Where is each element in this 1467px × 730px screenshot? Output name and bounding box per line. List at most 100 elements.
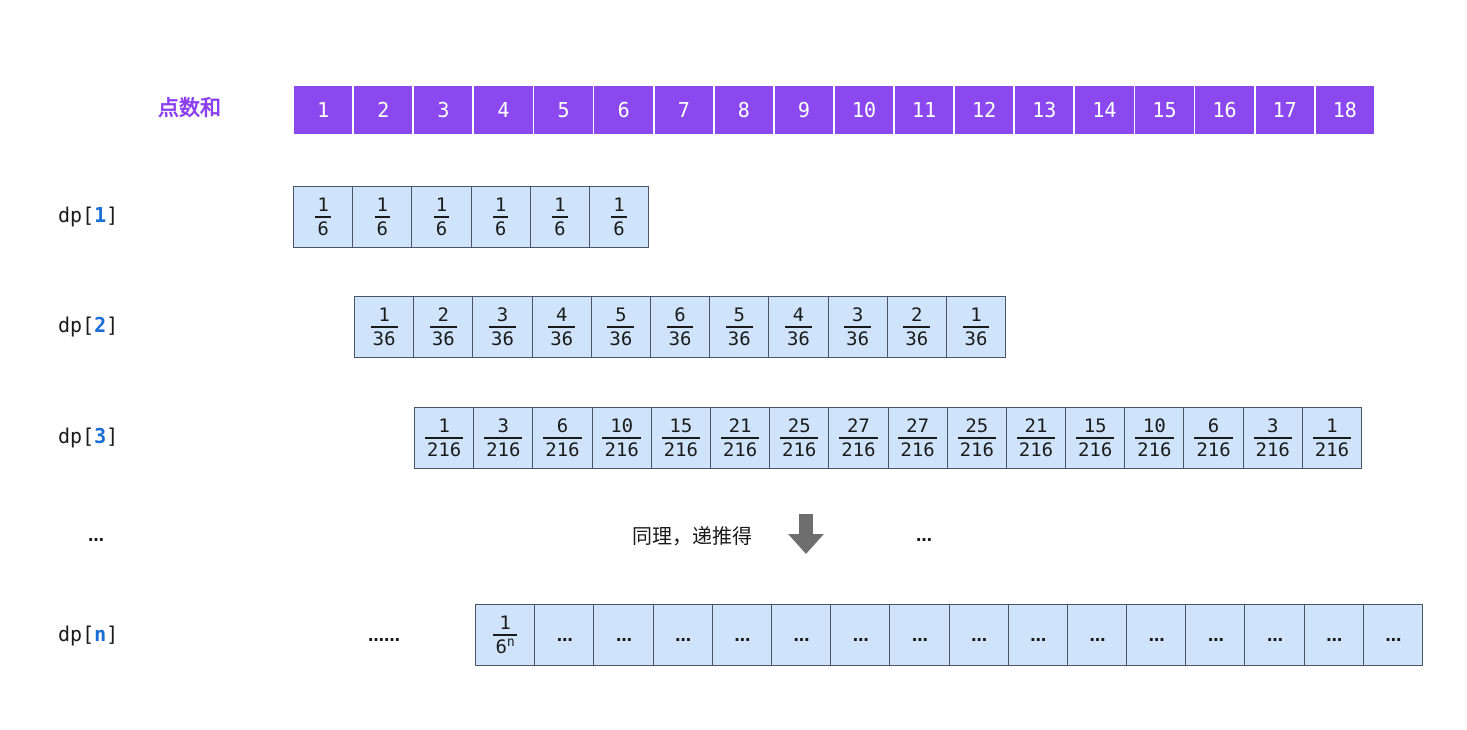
row-index: 3 [94,424,107,448]
cell-ellipsis: … [556,625,573,645]
denominator: 36 [370,326,398,350]
sum-cell: 4 [474,86,533,134]
numerator: 3 [496,304,509,326]
denominator: 216 [484,437,523,461]
numerator: 1 [499,612,511,634]
row-index: n [94,622,107,646]
ellipsis-cell: … [1067,605,1128,665]
numerator: 1 [494,194,507,216]
denominator: 216 [780,437,819,461]
recurrence-annotation: 同理，递推得 [632,524,752,548]
left-ellipsis: … [88,526,104,545]
denominator: 36 [784,326,812,350]
cell-ellipsis: … [1148,625,1165,645]
denominator: 216 [720,437,760,461]
sum-cell: 1 [294,86,353,134]
ellipsis-cell: … [1008,605,1068,665]
ellipsis-cell: … [1363,605,1423,665]
fraction: 1 6n [493,612,517,657]
numerator: 10 [610,415,634,437]
sum-cell: 7 [654,86,713,134]
cell-ellipsis: … [911,625,928,645]
row-label-dpn: dp[n] [58,622,119,646]
sum-cell: 3 [414,86,473,134]
right-ellipsis: … [916,526,932,545]
ellipsis-cell: … [1127,605,1187,665]
numerator: 21 [728,415,752,437]
cell-ellipsis: … [1385,625,1401,645]
denominator: 216 [661,437,700,461]
numerator: 1 [376,194,388,216]
numerator: 2 [437,304,449,326]
cell-ellipsis: … [1326,625,1342,645]
denominator: 6 [374,216,390,240]
lead-ellipsis: …… [368,626,400,645]
numerator: 1 [970,304,982,326]
sum-cell: 11 [894,86,954,134]
denominator: 6 [315,216,331,240]
numerator: 3 [497,415,509,437]
denominator: 216 [957,437,996,461]
denominator: 216 [1194,437,1233,461]
sum-cell: 17 [1255,86,1314,134]
sum-header-label: 点数和 [158,96,221,120]
denominator: 216 [602,437,641,461]
numerator: 1 [613,194,625,216]
cell-ellipsis: … [971,625,987,645]
numerator: 10 [1142,415,1166,437]
sum-cell: 10 [834,86,894,134]
denominator: 216 [1075,437,1115,461]
ellipsis-cell: … [535,605,595,665]
denominator: 216 [543,437,582,461]
denominator: 36 [844,326,872,350]
numerator: 5 [733,304,745,326]
cell-ellipsis: … [1089,625,1105,645]
denominator: 216 [424,437,464,461]
row-label-dp2: dp[2] [58,313,119,337]
sum-cell: 13 [1015,86,1074,134]
denominator: 216 [898,437,937,461]
numerator: 15 [1083,415,1107,437]
denominator: 6 [552,216,568,240]
cell-ellipsis: … [1030,625,1046,645]
sum-cell: 12 [955,86,1014,134]
